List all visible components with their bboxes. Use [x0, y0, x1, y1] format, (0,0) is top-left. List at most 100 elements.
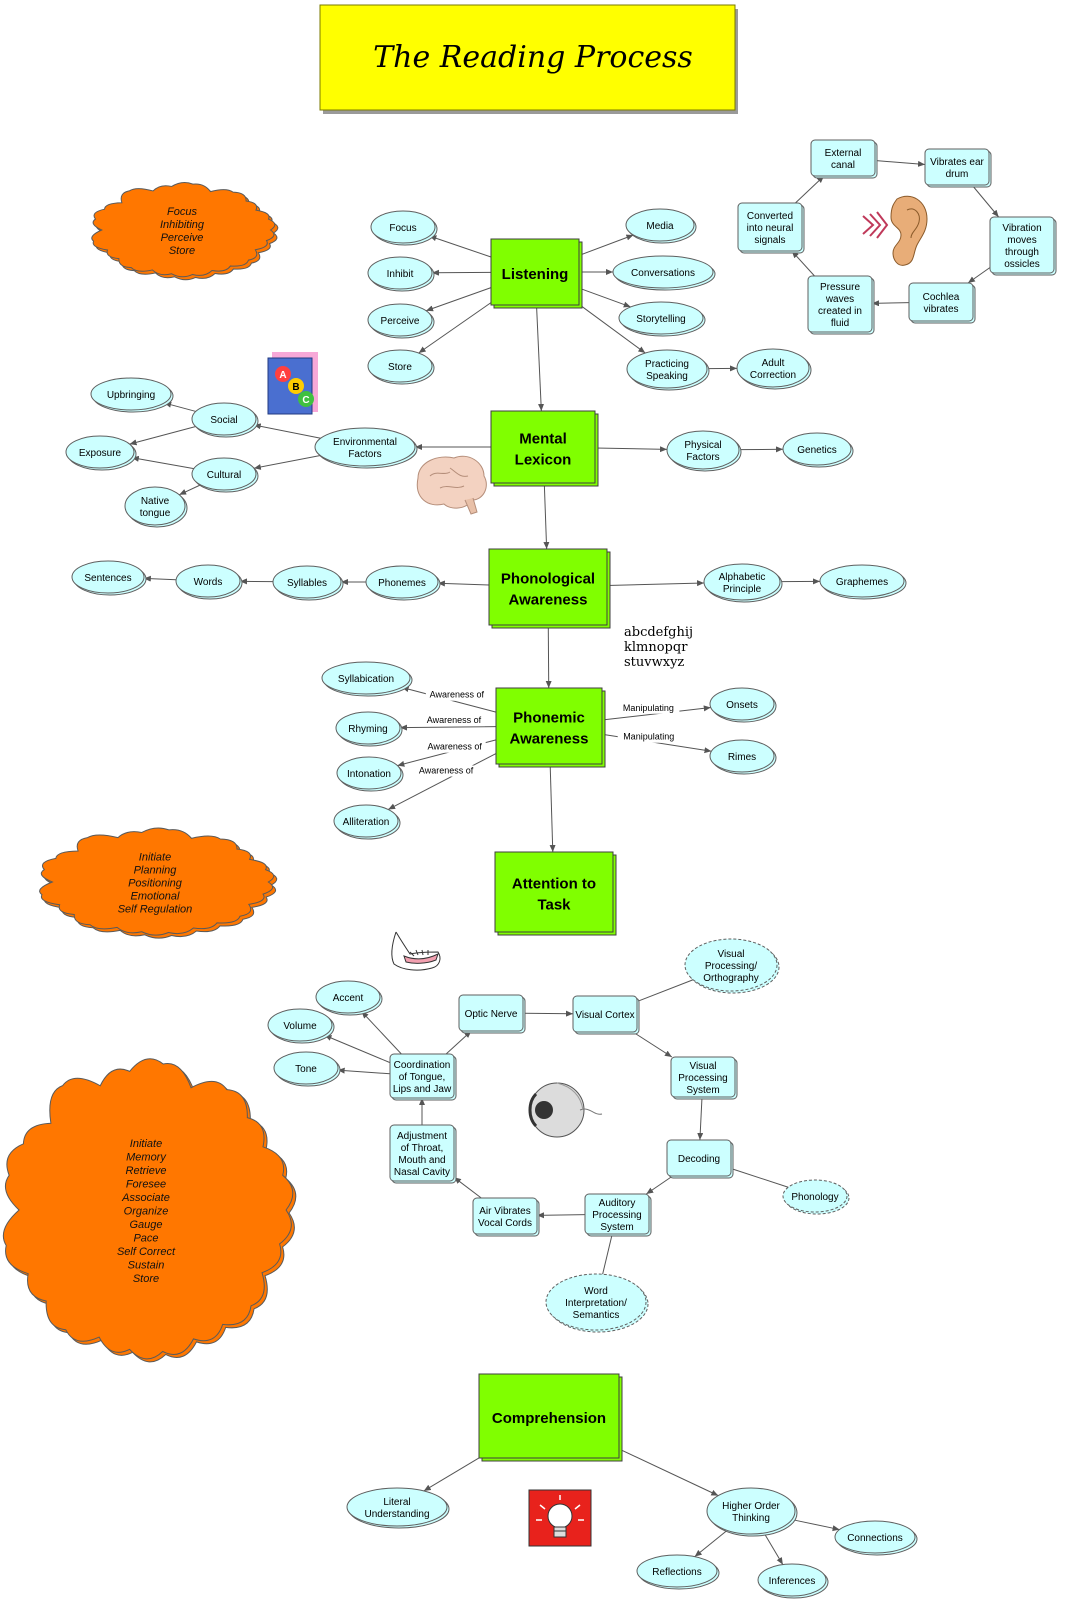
- oval-node-alliteration[interactable]: Alliteration: [333, 804, 401, 840]
- node-label: Genetics: [797, 445, 836, 456]
- oval-node-focus[interactable]: Focus: [370, 210, 438, 246]
- node-label: Lexicon: [515, 451, 572, 468]
- node-label: Factors: [686, 452, 719, 463]
- node-label: Rimes: [728, 752, 756, 763]
- oval-node-graphemes[interactable]: Graphemes: [819, 564, 907, 600]
- node-label: Positioning: [128, 877, 183, 889]
- oval-node-social[interactable]: Social: [191, 402, 259, 438]
- node-label: Practicing: [645, 359, 689, 370]
- oval-node-cultural[interactable]: Cultural: [191, 457, 259, 493]
- node-label: into neural: [747, 223, 794, 234]
- oval-node-exposure[interactable]: Exposure: [65, 435, 137, 471]
- oval-node-rimes[interactable]: Rimes: [709, 739, 777, 775]
- main-node-listening[interactable]: Listening: [490, 238, 583, 309]
- oval-node-accent[interactable]: Accent: [315, 980, 383, 1016]
- link-listening-to-store: [418, 302, 492, 354]
- oval-node-reflections[interactable]: Reflections: [636, 1554, 720, 1590]
- oval-node-phonemes[interactable]: Phonemes: [365, 565, 441, 601]
- oval-node-connections[interactable]: Connections: [834, 1520, 918, 1556]
- node-label: Vocal Cords: [478, 1218, 532, 1229]
- title-banner: The Reading Process: [319, 4, 738, 114]
- node-label: System: [686, 1085, 719, 1096]
- oval-node-media[interactable]: Media: [625, 208, 697, 244]
- node-label: Sustain: [128, 1259, 165, 1271]
- oval-node-syllabication[interactable]: Syllabication: [321, 661, 413, 697]
- node-label: Emotional: [131, 890, 180, 902]
- node-label: Associate: [121, 1192, 170, 1204]
- link-cochlea-to-pressure: [871, 300, 910, 307]
- link-air-to-adjustment: [453, 1176, 482, 1199]
- node-label: Physical: [684, 440, 721, 451]
- link-decoding-to-phonology: [730, 1168, 789, 1188]
- oval-node-upbringing[interactable]: Upbringing: [90, 377, 174, 413]
- oval-node-tone[interactable]: Tone: [273, 1051, 341, 1087]
- node-label: Conversations: [631, 268, 695, 279]
- oval-node-storytelling[interactable]: Storytelling: [618, 301, 706, 337]
- oval-node-rhyming[interactable]: Rhyming: [335, 711, 403, 747]
- box-node-cortex[interactable]: Visual Cortex: [572, 995, 640, 1035]
- link-higher-to-connections: [791, 1519, 840, 1532]
- oval-node-store[interactable]: Store: [367, 349, 435, 385]
- box-node-decoding[interactable]: Decoding: [666, 1139, 734, 1179]
- alphabet-line-1: abcdefghij: [624, 625, 693, 640]
- oval-node-genetics[interactable]: Genetics: [782, 432, 854, 468]
- node-label: Focus: [389, 223, 416, 234]
- oval-node-intonation[interactable]: Intonation: [336, 756, 404, 792]
- oval-node-volume[interactable]: Volume: [267, 1008, 335, 1044]
- node-label: ossicles: [1004, 259, 1040, 270]
- oval-node-phonology[interactable]: Phonology: [782, 1179, 850, 1215]
- node-label: Pressure: [820, 282, 860, 293]
- link-decoding-to-auditory: [646, 1175, 673, 1195]
- node-label: drum: [946, 169, 969, 180]
- oval-node-sentences[interactable]: Sentences: [71, 560, 147, 596]
- link-cortex-to-orthography: [636, 979, 694, 1003]
- link-ossicles-to-cochlea: [967, 267, 991, 284]
- oval-node-perceive[interactable]: Perceive: [367, 303, 435, 339]
- oval-node-inhibit[interactable]: Inhibit: [367, 256, 435, 292]
- oval-node-conversations[interactable]: Conversations: [612, 255, 716, 291]
- node-label: Listening: [502, 266, 569, 283]
- link-comprehension-to-literal: [423, 1457, 480, 1492]
- box-node-optic[interactable]: Optic Nerve: [458, 994, 526, 1034]
- diagram-title: The Reading Process: [373, 40, 693, 75]
- alphabet-line-2: klmnopqr: [624, 640, 688, 655]
- node-label: Visual: [689, 1061, 716, 1072]
- oval-node-syllables[interactable]: Syllables: [272, 565, 344, 601]
- ear-icon: [862, 195, 928, 266]
- node-label: Store: [133, 1273, 159, 1285]
- oval-node-inferences[interactable]: Inferences: [757, 1563, 829, 1599]
- node-label: Phonemes: [378, 578, 426, 589]
- node-label: Converted: [747, 211, 793, 222]
- oval-node-onsets[interactable]: Onsets: [709, 687, 777, 723]
- node-label: Auditory: [599, 1198, 636, 1209]
- main-node-comprehension[interactable]: Comprehension: [478, 1373, 623, 1462]
- oval-node-words[interactable]: Words: [175, 564, 243, 600]
- node-label: Syllabication: [338, 674, 394, 685]
